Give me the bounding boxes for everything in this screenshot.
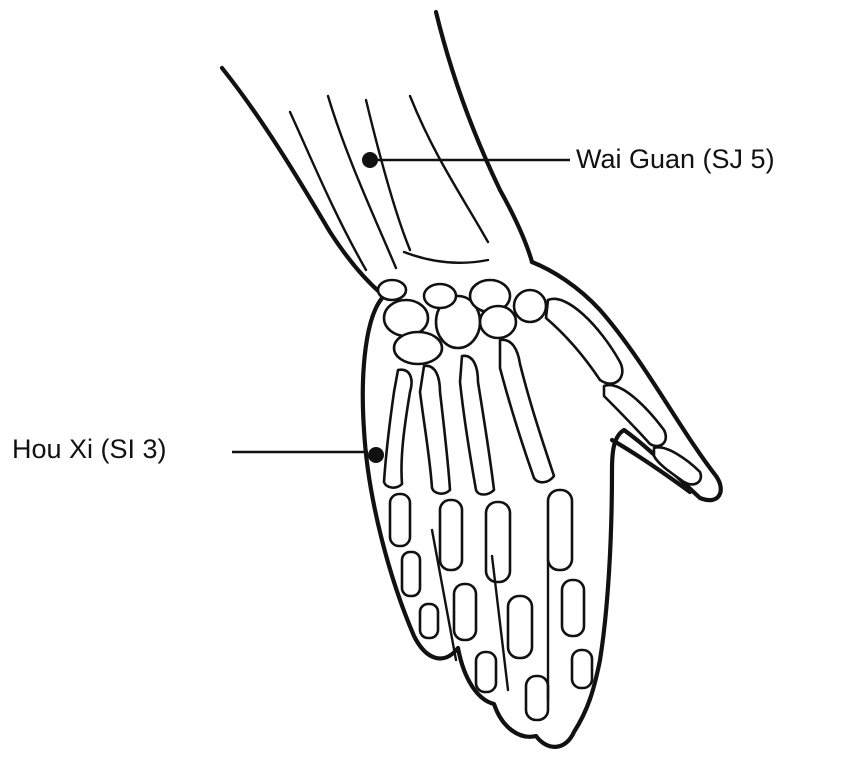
- forearm-contour-1: [290, 112, 366, 270]
- middle-proximal-phalanx: [486, 502, 510, 582]
- index-distal-phalanx: [572, 650, 592, 688]
- little-proximal-phalanx: [390, 494, 410, 546]
- ring-middle-phalanx: [454, 584, 476, 640]
- forearm-contour-3: [366, 100, 410, 250]
- carpal-5: [480, 306, 516, 338]
- thumb-distal-phalanx: [654, 447, 701, 484]
- carpal-1: [384, 300, 428, 336]
- forearm-outline-right: [436, 12, 532, 262]
- thumb-metacarpal: [546, 299, 622, 384]
- hou-xi-point-marker: [368, 447, 384, 463]
- wrist-crease: [404, 252, 488, 263]
- index-proximal-phalanx: [548, 490, 572, 570]
- index-middle-phalanx: [562, 580, 584, 636]
- carpal-2: [394, 332, 442, 364]
- little-middle-phalanx: [402, 552, 420, 596]
- little-distal-phalanx: [420, 604, 438, 638]
- carpal-7: [424, 284, 456, 308]
- hou-xi-label: Hou Xi (SI 3): [12, 436, 167, 463]
- wai-guan-point-marker: [362, 152, 378, 168]
- metacarpal-ring: [420, 366, 450, 494]
- ring-distal-phalanx: [476, 652, 496, 692]
- ulna-head: [378, 280, 406, 300]
- ring-proximal-phalanx: [440, 500, 462, 570]
- middle-middle-phalanx: [508, 596, 532, 658]
- carpal-6: [514, 290, 546, 322]
- metacarpal-little: [384, 370, 412, 488]
- middle-distal-phalanx: [526, 676, 548, 720]
- metacarpal-middle: [460, 356, 494, 495]
- metacarpal-index: [500, 340, 554, 482]
- forearm-contour-4: [410, 96, 488, 242]
- wai-guan-label: Wai Guan (SJ 5): [576, 146, 775, 173]
